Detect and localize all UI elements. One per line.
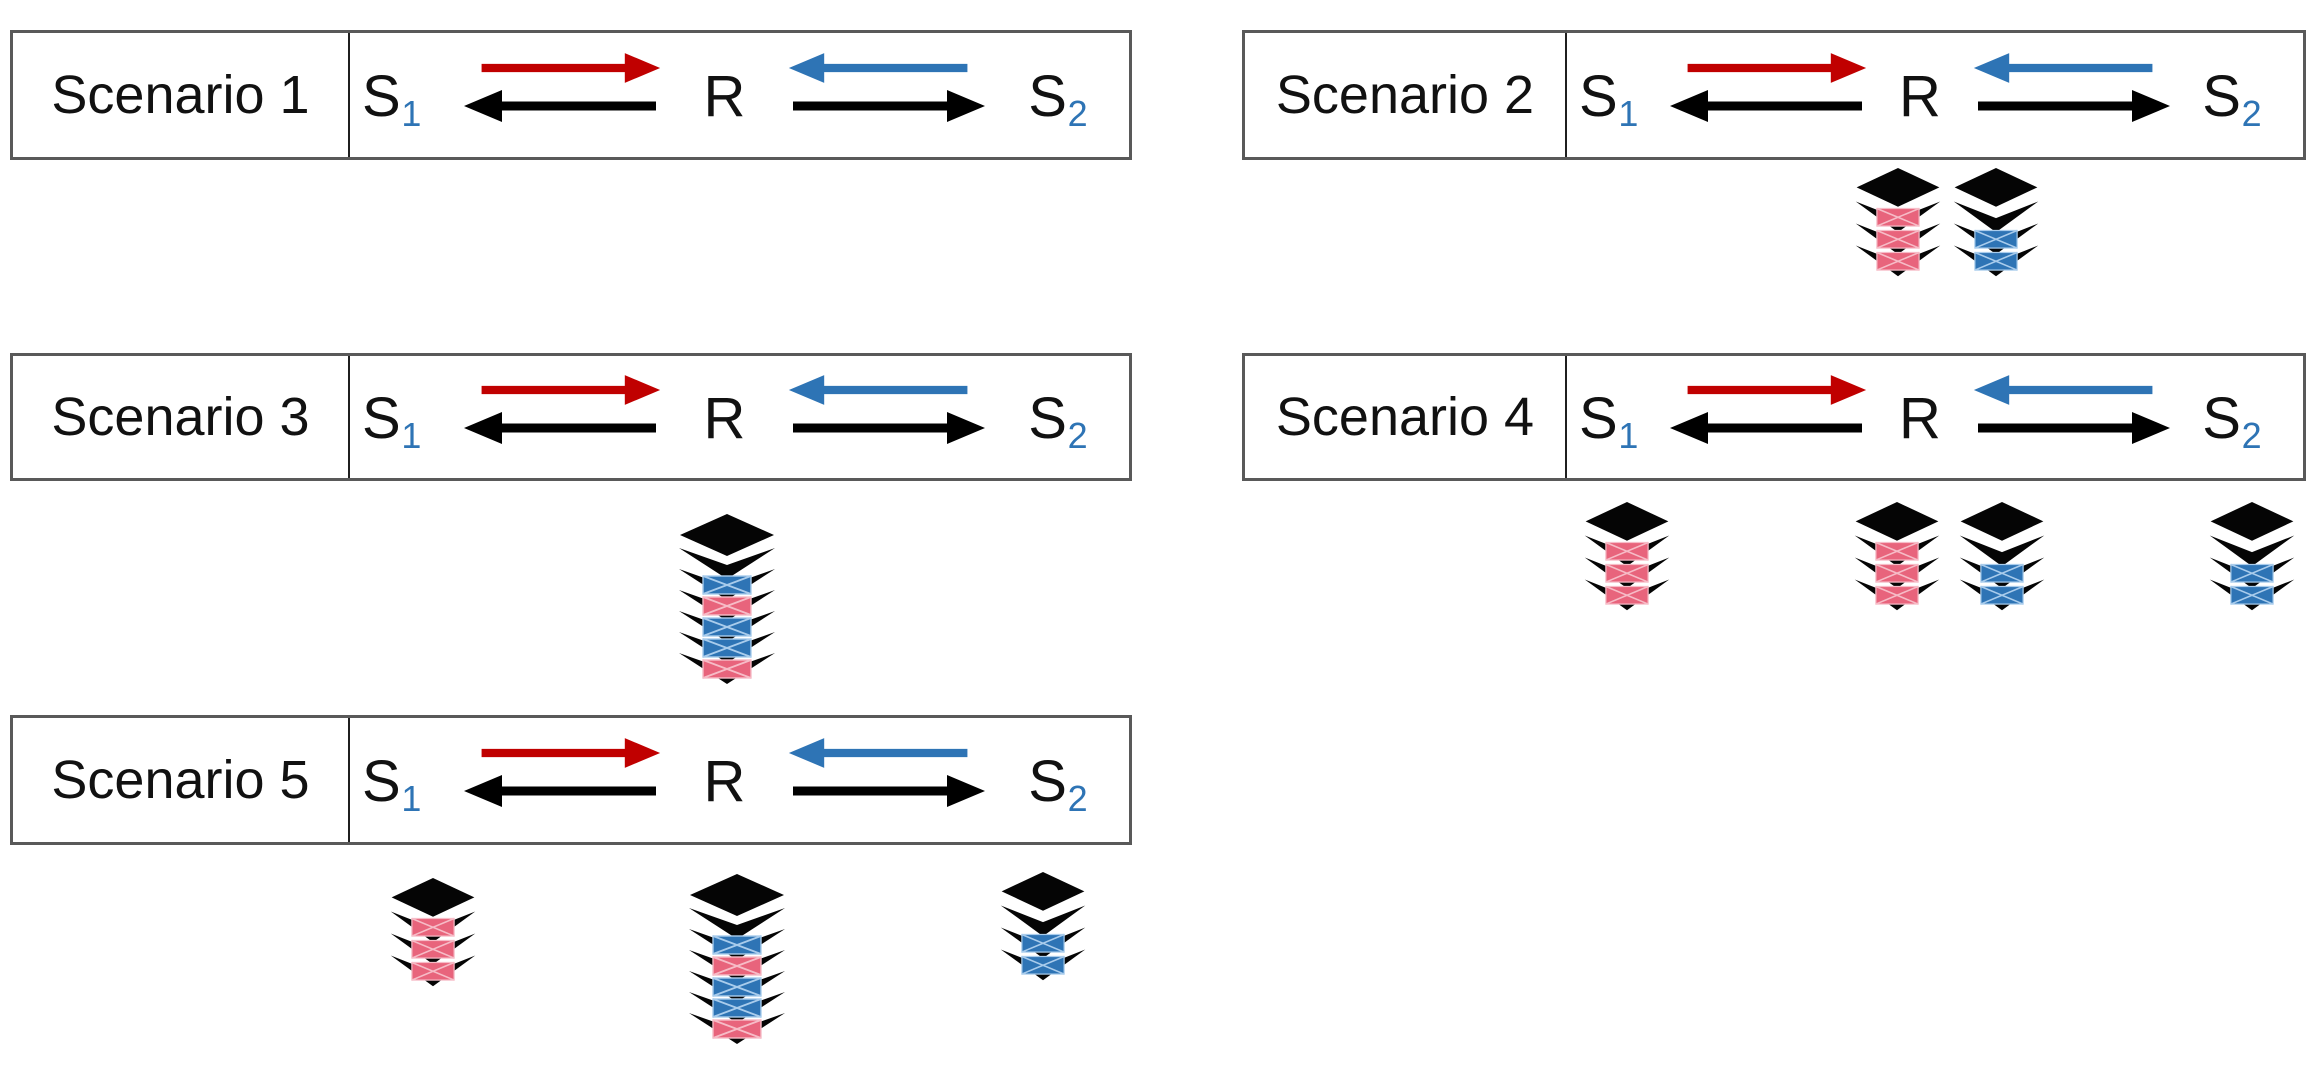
blue-forward-arrow-icon xyxy=(788,375,968,405)
equilibrium-arrows-s1-r xyxy=(462,736,662,808)
blue-forward-arrow-icon xyxy=(1973,53,2153,83)
scenario-3-label: Scenario 3 xyxy=(13,356,350,478)
equilibrium-arrows-r-s2 xyxy=(787,736,987,808)
equilibrium-arrows-s1-r xyxy=(1668,51,1868,123)
scenario-4-label: Scenario 4 xyxy=(1245,356,1567,478)
blue-forward-arrow-icon xyxy=(788,738,968,768)
black-reverse-arrow-icon xyxy=(792,412,985,444)
layer-stack-blue-icon xyxy=(1958,500,2046,614)
scenario-1-label: Scenario 1 xyxy=(13,33,350,157)
equilibrium-arrows-s1-r xyxy=(462,373,662,445)
red-forward-arrow-icon xyxy=(481,375,661,405)
species-r: R xyxy=(1899,64,1941,129)
blue-forward-arrow-icon xyxy=(788,53,968,83)
black-reverse-arrow-icon xyxy=(792,775,985,807)
red-forward-arrow-icon xyxy=(1687,375,1867,405)
scenario-2-box: Scenario 2 S1 R S2 xyxy=(1242,30,2306,160)
red-forward-arrow-icon xyxy=(481,738,661,768)
layer-stack-blue-icon xyxy=(999,870,1087,984)
layer-stack-blue-icon xyxy=(1952,166,2040,280)
scenario-5-label: Scenario 5 xyxy=(13,718,350,842)
layer-stack-blue-icon xyxy=(2208,500,2296,614)
scenario-1-box: Scenario 1 S1 R S2 xyxy=(10,30,1132,160)
black-reverse-arrow-icon xyxy=(464,775,657,807)
equilibrium-arrows-r-s2 xyxy=(1972,51,2172,123)
black-reverse-arrow-icon xyxy=(1977,412,2170,444)
black-reverse-arrow-icon xyxy=(792,90,985,122)
blue-forward-arrow-icon xyxy=(1973,375,2153,405)
species-r: R xyxy=(703,64,746,129)
species-s2: S2 xyxy=(2202,386,2262,457)
red-forward-arrow-icon xyxy=(481,53,661,83)
equilibrium-arrows-r-s2 xyxy=(1972,373,2172,445)
red-forward-arrow-icon xyxy=(1687,53,1867,83)
species-s2: S2 xyxy=(1028,749,1088,820)
species-s1: S1 xyxy=(1579,64,1639,135)
scenario-4-equation: S1 R S2 xyxy=(1567,356,2303,478)
scenario-2-equation: S1 R S2 xyxy=(1567,33,2303,157)
black-reverse-arrow-icon xyxy=(464,90,657,122)
scenario-3-box: Scenario 3 S1 R S2 xyxy=(10,353,1132,481)
scenario-3-equation: S1 R S2 xyxy=(350,356,1129,478)
layer-stack-pink-icon xyxy=(389,876,477,990)
layer-stack-mixed-icon xyxy=(677,512,777,688)
black-reverse-arrow-icon xyxy=(1977,90,2170,122)
equilibrium-arrows-s1-r xyxy=(462,51,662,123)
species-s1: S1 xyxy=(362,386,422,457)
equilibrium-arrows-r-s2 xyxy=(787,373,987,445)
scenario-2-label: Scenario 2 xyxy=(1245,33,1567,157)
scenario-4-box: Scenario 4 S1 R S2 xyxy=(1242,353,2306,481)
layer-stack-pink-icon xyxy=(1854,166,1942,280)
species-r: R xyxy=(703,749,746,814)
black-reverse-arrow-icon xyxy=(1670,412,1863,444)
black-reverse-arrow-icon xyxy=(464,412,657,444)
scenario-5-equation: S1 R S2 xyxy=(350,718,1129,842)
species-r: R xyxy=(1899,386,1941,451)
scenario-1-equation: S1 R S2 xyxy=(350,33,1129,157)
layer-stack-mixed-icon xyxy=(687,872,787,1048)
species-s1: S1 xyxy=(362,749,422,820)
species-s1: S1 xyxy=(362,64,422,135)
layer-stack-pink-icon xyxy=(1853,500,1941,614)
species-r: R xyxy=(703,386,746,451)
species-s2: S2 xyxy=(1028,64,1088,135)
equilibrium-arrows-s1-r xyxy=(1668,373,1868,445)
black-reverse-arrow-icon xyxy=(1670,90,1863,122)
species-s2: S2 xyxy=(2202,64,2262,135)
equilibrium-arrows-r-s2 xyxy=(787,51,987,123)
scenario-5-box: Scenario 5 S1 R S2 xyxy=(10,715,1132,845)
layer-stack-pink-icon xyxy=(1583,500,1671,614)
species-s1: S1 xyxy=(1579,386,1639,457)
species-s2: S2 xyxy=(1028,386,1088,457)
